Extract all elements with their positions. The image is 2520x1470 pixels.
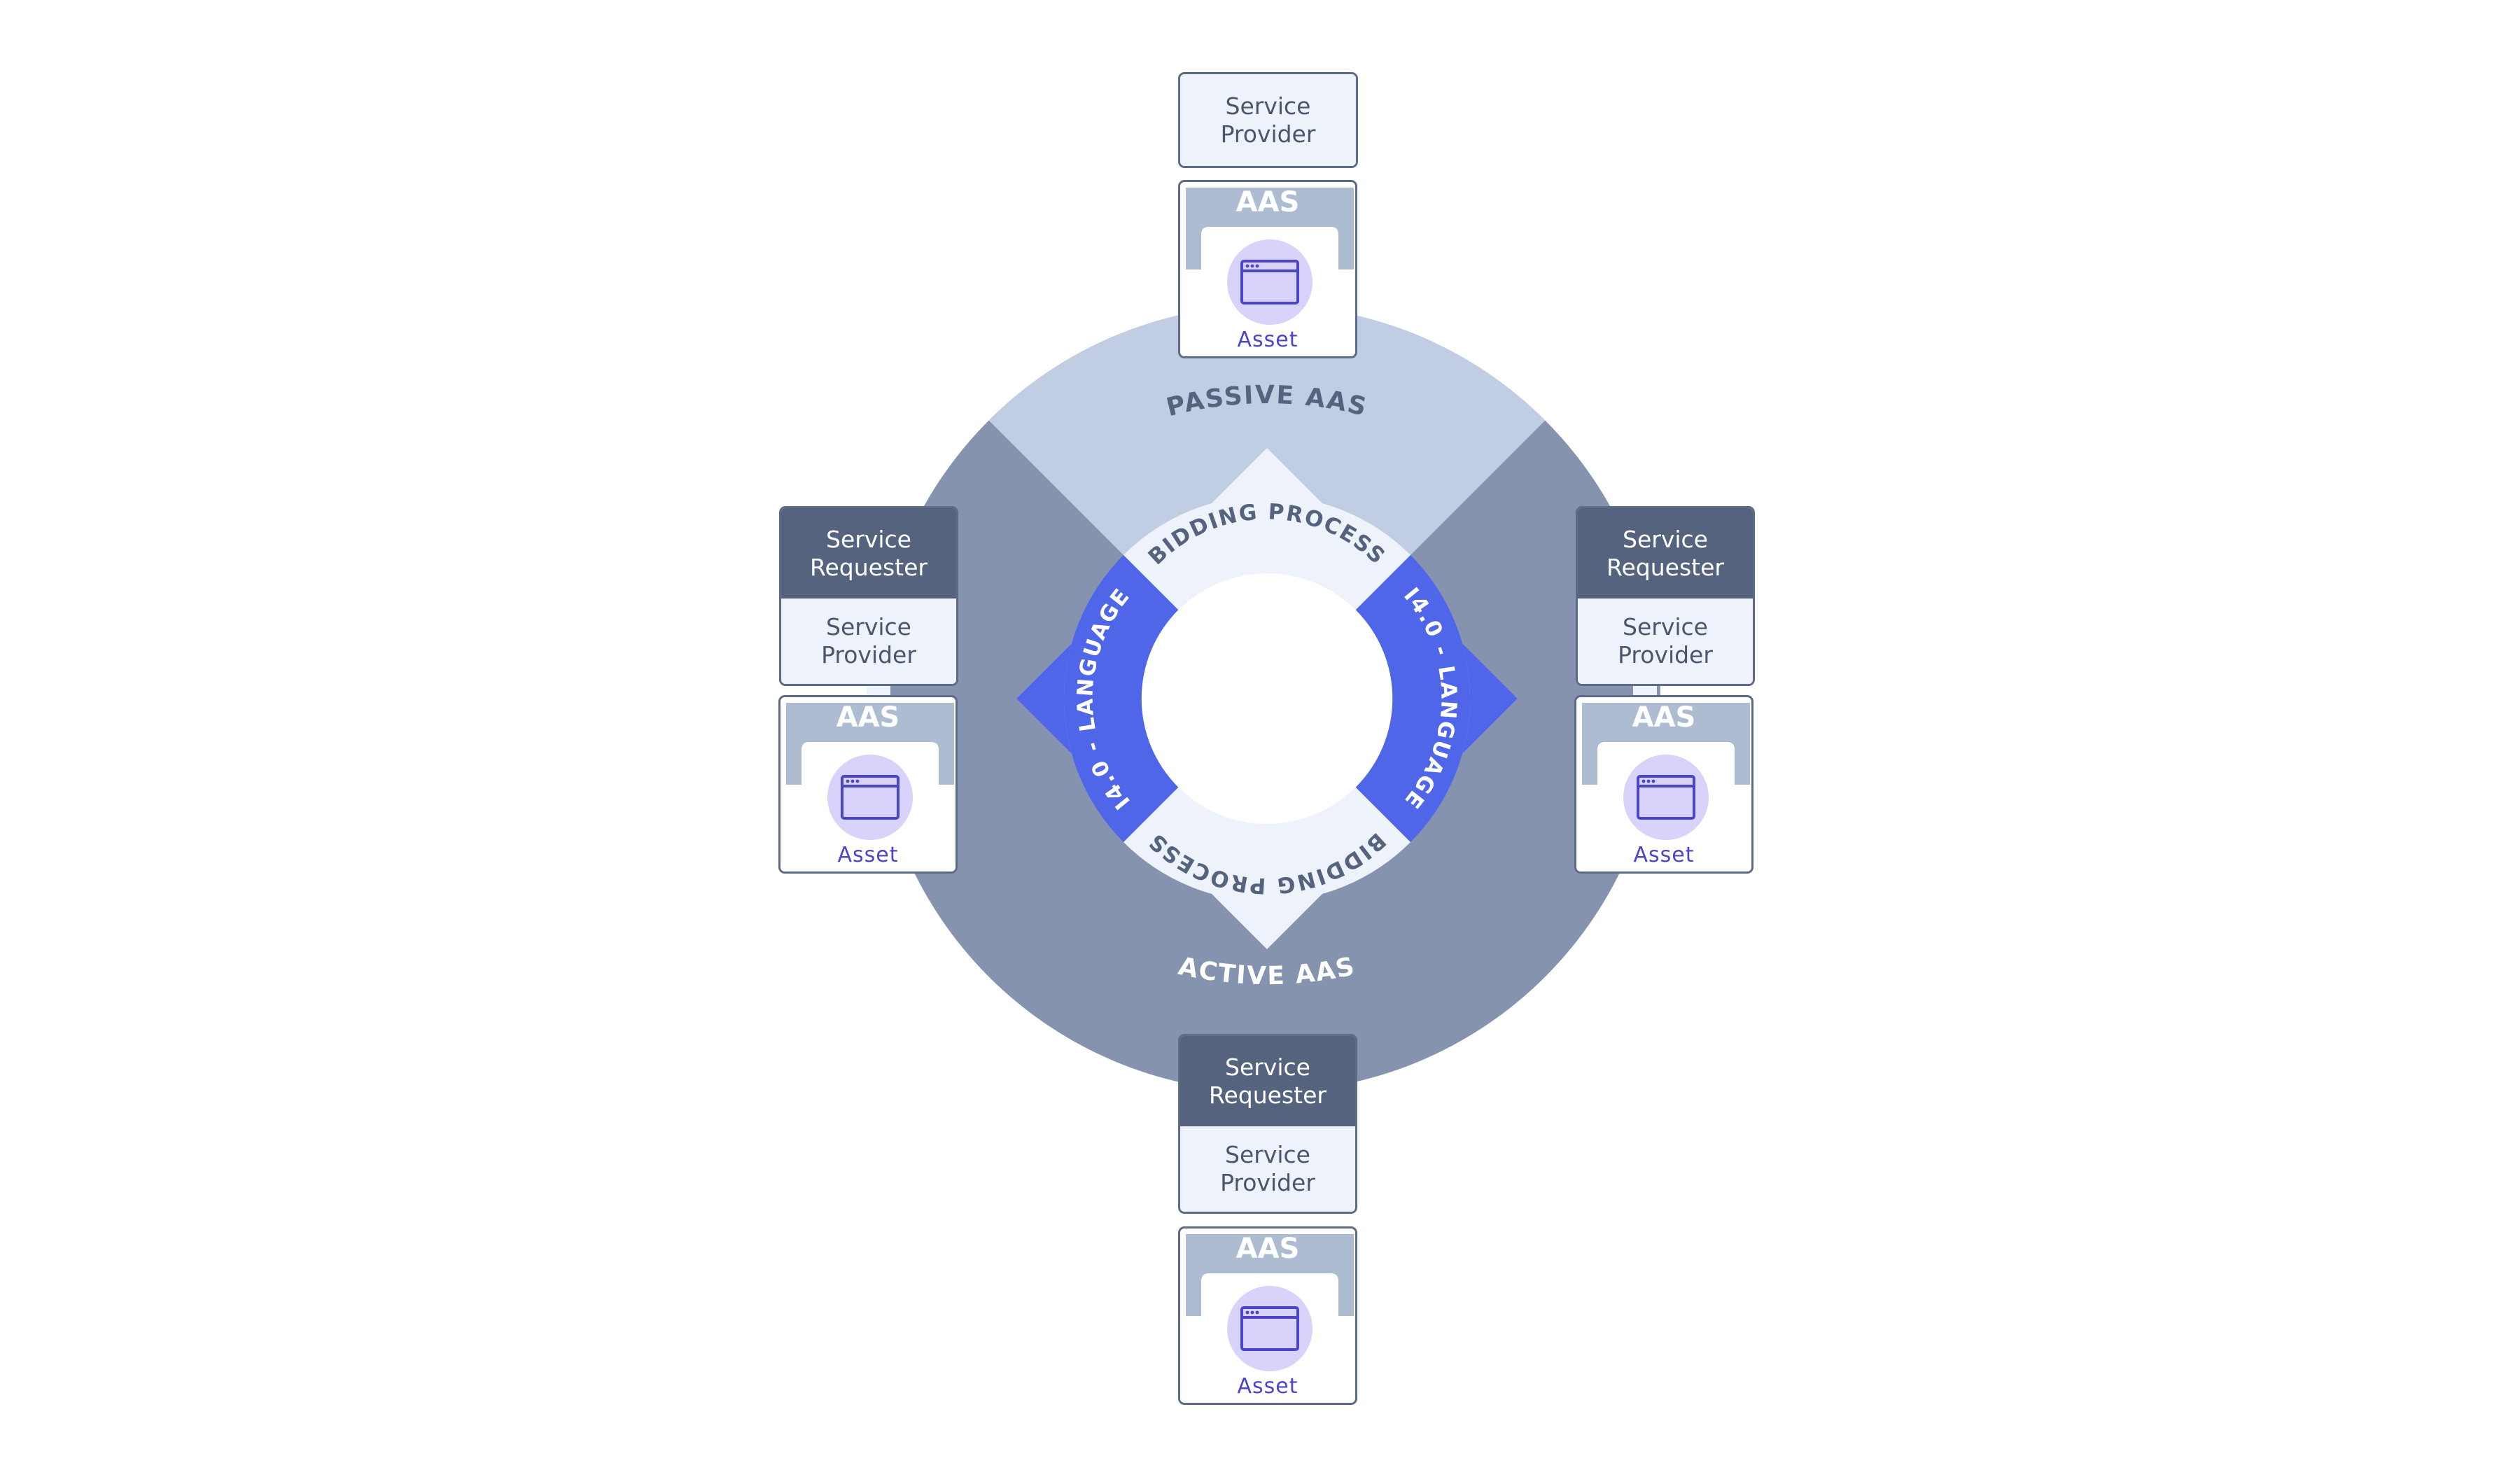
service-requester-label: Service Requester (781, 508, 956, 598)
service-provider-label: Service Provider (1578, 598, 1753, 684)
asset-label: Asset (1237, 328, 1298, 352)
aas-label: AAS (1632, 701, 1696, 734)
language-arc-left (1063, 554, 1179, 843)
asset-label: Asset (1237, 1374, 1298, 1399)
left-service-card[interactable]: Service Requester Service Provider (779, 506, 958, 686)
service-provider-label: Service Provider (1180, 74, 1356, 166)
service-requester-label: Service Requester (1578, 508, 1753, 598)
aas-shell-icon (786, 703, 954, 840)
right-aas-box[interactable]: AAS Asset (1574, 695, 1754, 874)
aas-shell-icon (1186, 188, 1354, 325)
top-service-card[interactable]: Service Provider (1178, 72, 1358, 168)
connector-right (1633, 685, 1657, 696)
aas-shell-icon (1582, 703, 1750, 840)
top-aas-box[interactable]: AAS Asset (1178, 180, 1357, 358)
asset-label: Asset (837, 843, 899, 867)
bottom-aas-box[interactable]: AAS Asset (1178, 1226, 1357, 1405)
language-arc-right (1355, 554, 1471, 843)
bottom-service-card[interactable]: Service Requester Service Provider (1178, 1034, 1357, 1214)
aas-label: AAS (1236, 186, 1300, 218)
aas-label: AAS (836, 701, 900, 734)
connector-left (867, 685, 890, 696)
language-point-left (1016, 642, 1073, 755)
language-point-right (1461, 642, 1518, 755)
service-provider-label: Service Provider (1180, 1126, 1355, 1212)
left-aas-box[interactable]: AAS Asset (778, 695, 958, 874)
service-provider-label: Service Provider (781, 598, 956, 684)
aas-shell-icon (1186, 1234, 1354, 1371)
asset-label: Asset (1633, 843, 1695, 867)
aas-label: AAS (1236, 1233, 1300, 1265)
center-hole (1142, 573, 1392, 824)
right-service-card[interactable]: Service Requester Service Provider (1576, 506, 1755, 686)
service-requester-label: Service Requester (1180, 1036, 1355, 1126)
